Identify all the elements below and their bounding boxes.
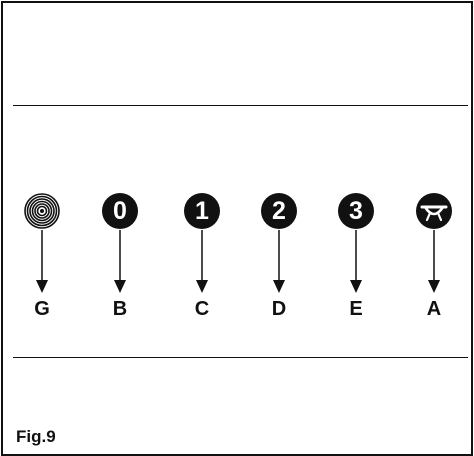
three-circle-icon: 3 (338, 193, 374, 229)
two-circle-icon: 2 (261, 193, 297, 229)
position-d: 2 D (259, 193, 299, 333)
position-label: C (194, 298, 210, 320)
position-symbol: 0 (113, 197, 127, 225)
position-symbol: 2 (272, 197, 286, 225)
position-g: G (22, 193, 62, 333)
arrow-down-icon (114, 230, 126, 293)
lamp-icon (416, 193, 452, 229)
position-a: A (414, 193, 454, 333)
position-label: E (349, 298, 363, 320)
arrow-down-icon (428, 230, 440, 293)
position-c: 1 C (182, 193, 222, 333)
top-divider-line (13, 105, 468, 106)
one-circle-icon: 1 (184, 193, 220, 229)
arrow-down-icon (273, 230, 285, 293)
position-label: D (271, 298, 287, 320)
spiral-icon (24, 193, 60, 229)
figure-caption: Fig.9 (16, 427, 56, 446)
position-label: B (112, 298, 128, 320)
arrow-down-icon (350, 230, 362, 293)
position-e: 3 E (336, 193, 376, 333)
arrow-down-icon (36, 230, 48, 293)
bottom-divider-line (13, 357, 468, 358)
position-b: 0 B (100, 193, 140, 333)
zero-circle-icon: 0 (102, 193, 138, 229)
position-symbol: 3 (349, 197, 363, 225)
position-symbol: 1 (195, 197, 209, 225)
position-label: G (34, 298, 50, 320)
arrow-down-icon (196, 230, 208, 293)
position-label: A (426, 298, 442, 320)
